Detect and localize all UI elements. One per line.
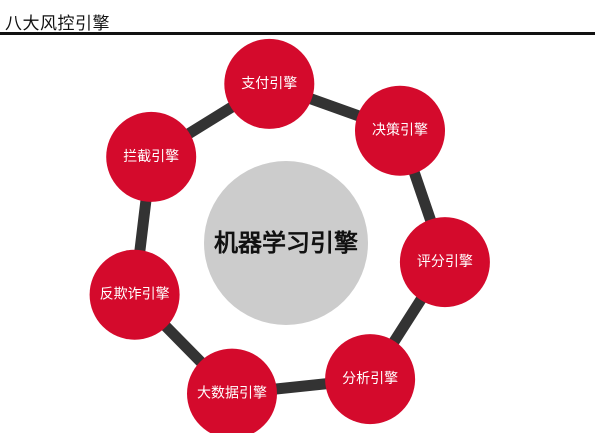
engine-node-label: 分析引擎	[342, 371, 398, 387]
engine-node-label: 决策引擎	[372, 122, 428, 139]
center-label: 机器学习引擎	[214, 229, 358, 257]
title-underline	[0, 32, 595, 35]
engine-node	[399, 217, 490, 308]
center-hub	[204, 161, 368, 325]
engine-node-label: 评分引擎	[417, 254, 473, 270]
engine-node-label: 支付引擎	[241, 76, 297, 92]
engine-node-label: 拦截引擎	[123, 149, 179, 165]
engine-node	[325, 334, 416, 425]
engine-node	[106, 111, 197, 202]
page-title: 八大风控引擎	[5, 14, 110, 34]
engine-node-label: 大数据引擎	[197, 386, 267, 402]
engine-node	[224, 38, 315, 129]
engine-node	[187, 348, 277, 433]
engine-node	[89, 249, 180, 340]
engine-node	[355, 85, 445, 176]
engine-node-label: 反欺诈引擎	[100, 287, 170, 303]
